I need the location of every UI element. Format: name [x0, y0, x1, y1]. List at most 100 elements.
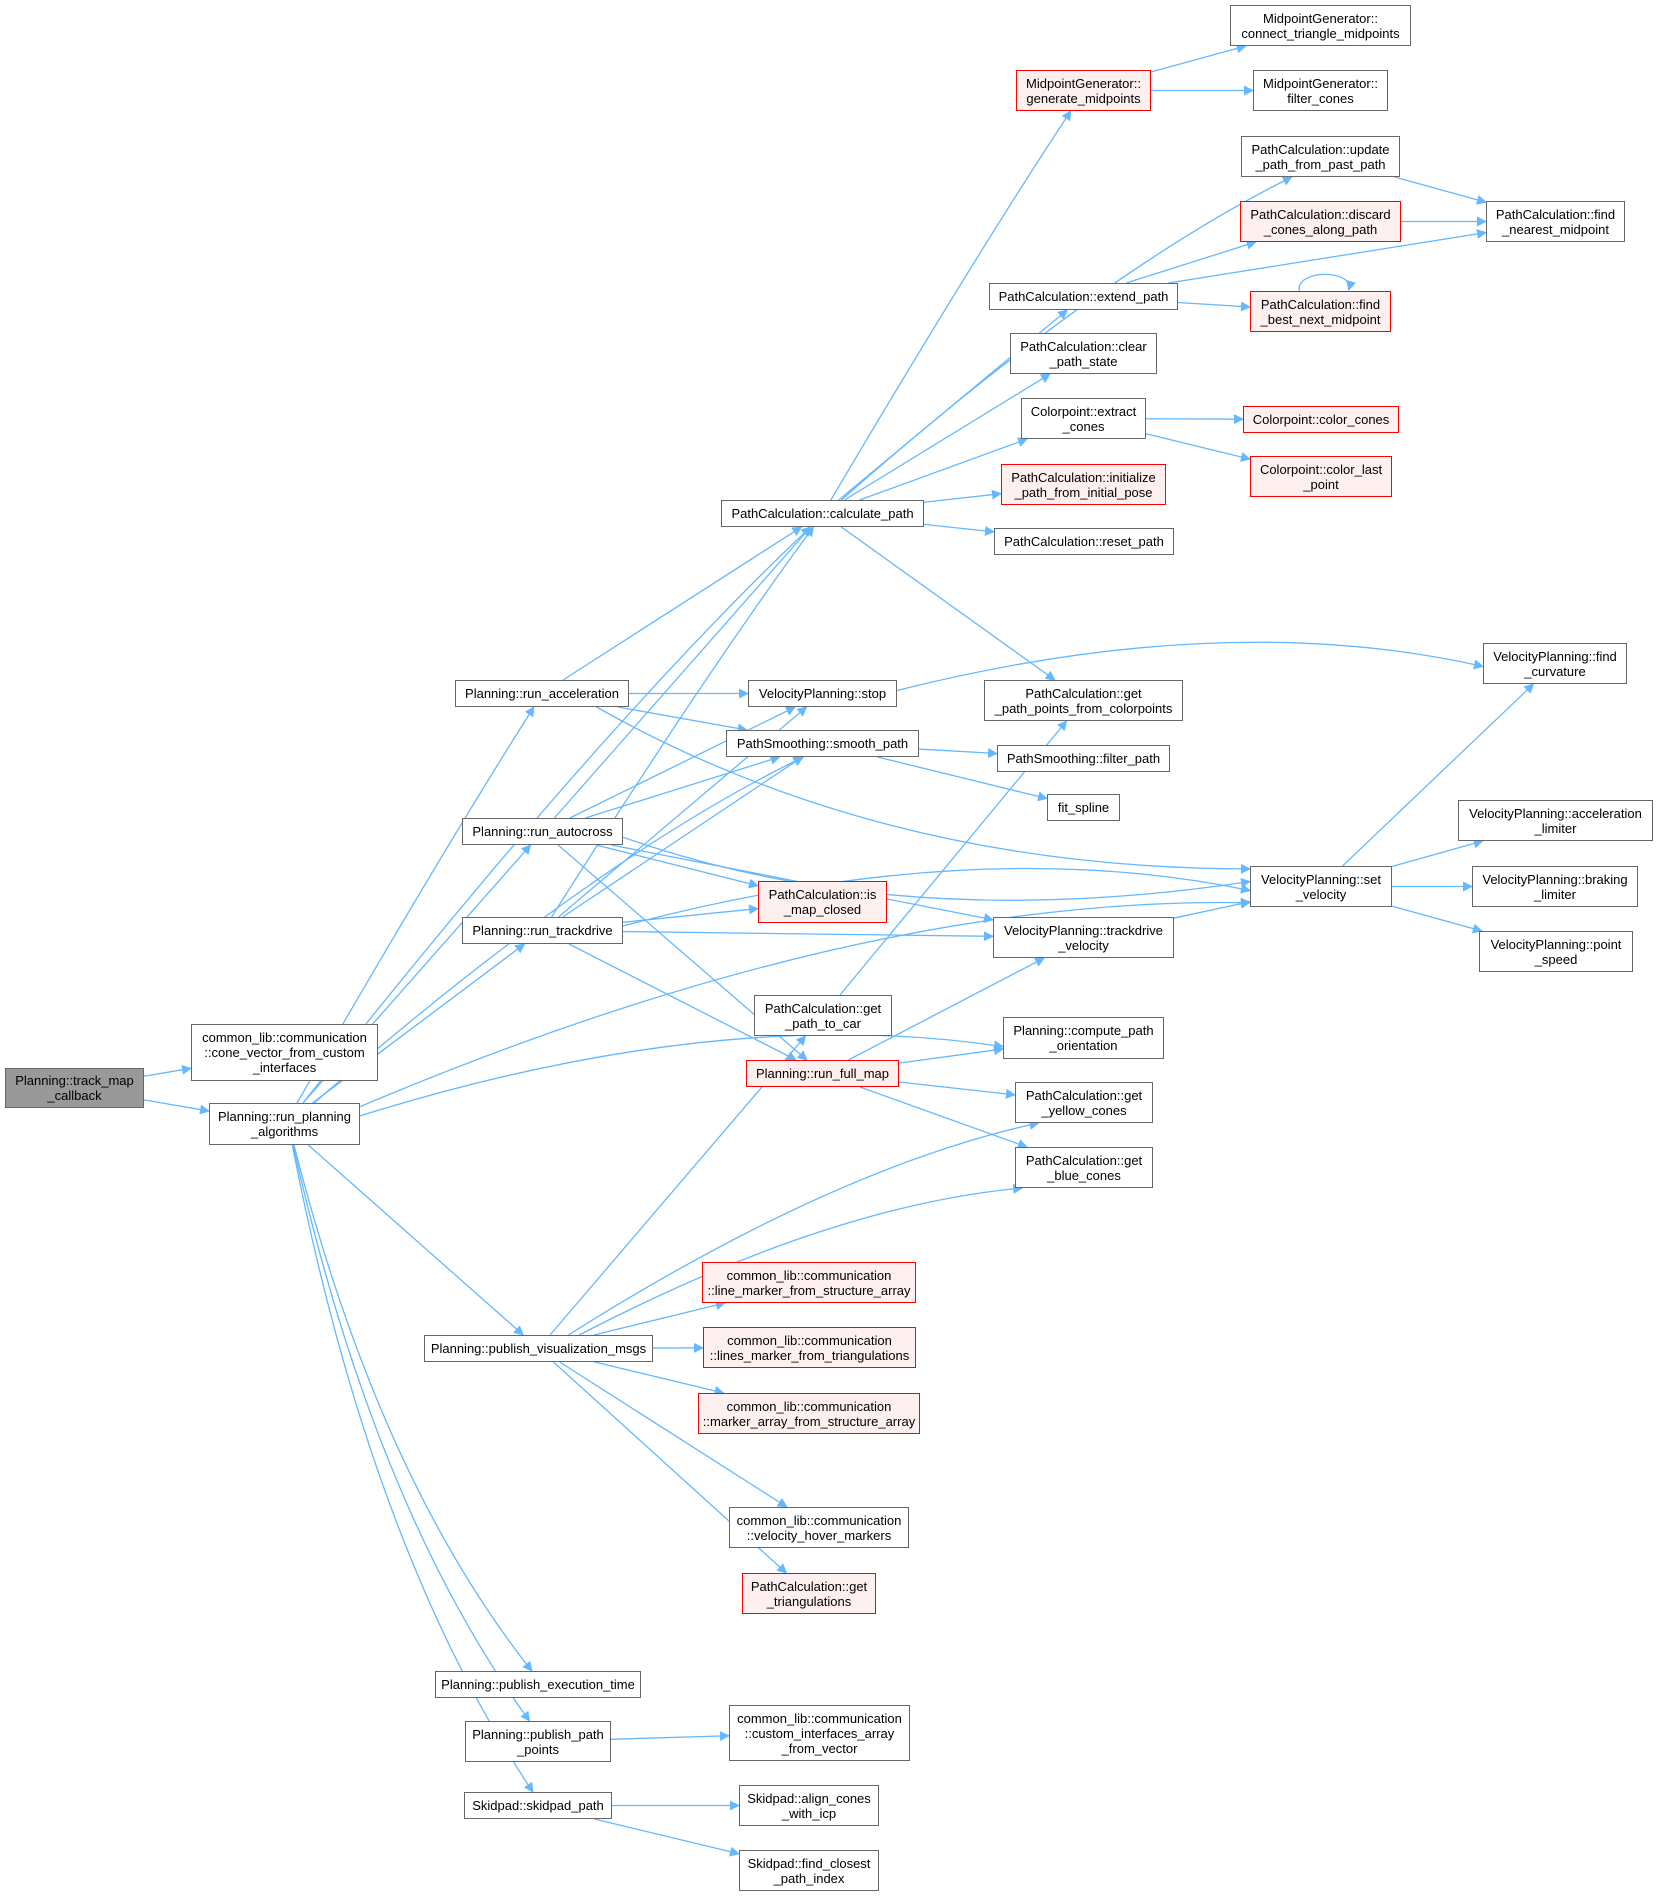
- edge-find_best_next-to-find_best_next: [1298, 273, 1356, 292]
- edge-calculate_path-to-clear_path_state: [844, 373, 1051, 501]
- node-color-cones[interactable]: Colorpoint::color_cones: [1243, 406, 1399, 433]
- node-discard-cones-along-path[interactable]: PathCalculation::discard _cones_along_pa…: [1240, 201, 1401, 242]
- node-run-full-map[interactable]: Planning::run_full_map: [746, 1060, 899, 1087]
- node-extend-path[interactable]: PathCalculation::extend_path: [989, 283, 1178, 310]
- edge-calculate_path-to-reset_path: [923, 523, 995, 536]
- edge-extend_path-to-find_nearest_midpoint: [1168, 229, 1487, 284]
- edge-run_full_map-to-get_yellow_cones: [898, 1081, 1016, 1099]
- edge-run_trackdrive-to-run_full_map: [568, 943, 797, 1061]
- edge-calculate_path-to-generate_midpoints: [830, 110, 1072, 501]
- edge-publish_viz-to-line_marker: [593, 1300, 726, 1336]
- node-velocity-hover-markers[interactable]: common_lib::communication ::velocity_hov…: [729, 1507, 909, 1548]
- node-publish-execution-time[interactable]: Planning::publish_execution_time: [435, 1671, 641, 1698]
- edge-run_acceleration-to-set_velocity: [596, 706, 1251, 874]
- node-filter-cones[interactable]: MidpointGenerator:: filter_cones: [1253, 70, 1388, 111]
- node-compute-path-orientation[interactable]: Planning::compute_path _orientation: [1003, 1017, 1164, 1059]
- edge-run_planning-to-publish_exec: [293, 1144, 533, 1672]
- node-skidpad-path[interactable]: Skidpad::skidpad_path: [464, 1792, 612, 1819]
- edge-run_full_map-to-get_blue_cones: [859, 1086, 1028, 1149]
- node-line-marker-from-structure-array[interactable]: common_lib::communication ::line_marker_…: [702, 1262, 916, 1303]
- node-align-cones-with-icp[interactable]: Skidpad::align_cones _with_icp: [739, 1785, 879, 1826]
- edge-publish_viz-to-get_yellow_cones: [568, 1120, 1040, 1336]
- node-smooth-path[interactable]: PathSmoothing::smooth_path: [726, 730, 919, 757]
- edge-run_planning-to-smooth_path: [313, 756, 805, 1104]
- edge-extend_path-to-find_best_next: [1177, 301, 1251, 312]
- edge-smooth_path-to-fit_spline: [877, 756, 1048, 802]
- node-find-closest-path-index[interactable]: Skidpad::find_closest _path_index: [739, 1850, 879, 1891]
- edge-run_planning-to-skidpad_path: [291, 1144, 534, 1793]
- edge-run_acceleration-to-smooth_path: [617, 706, 748, 734]
- node-find-curvature[interactable]: VelocityPlanning::find _curvature: [1483, 643, 1627, 684]
- node-acceleration-limiter[interactable]: VelocityPlanning::acceleration _limiter: [1458, 800, 1653, 841]
- edge-run_planning-to-publish_viz: [307, 1144, 524, 1336]
- edge-calculate_path-to-get_path_points: [840, 526, 1056, 681]
- node-find-nearest-midpoint[interactable]: PathCalculation::find _nearest_midpoint: [1486, 201, 1625, 242]
- node-clear-path-state[interactable]: PathCalculation::clear _path_state: [1010, 333, 1157, 374]
- node-get-yellow-cones[interactable]: PathCalculation::get _yellow_cones: [1015, 1082, 1153, 1123]
- node-update-path-from-past-path[interactable]: PathCalculation::update _path_from_past_…: [1241, 136, 1400, 177]
- edge-track_map_callback-to-run_planning: [143, 1099, 210, 1115]
- node-velocity-planning-stop[interactable]: VelocityPlanning::stop: [748, 680, 897, 707]
- node-run-autocross[interactable]: Planning::run_autocross: [462, 818, 623, 845]
- edge-run_autocross-to-smooth_path: [585, 754, 781, 819]
- node-calculate-path[interactable]: PathCalculation::calculate_path: [721, 500, 924, 527]
- node-reset-path[interactable]: PathCalculation::reset_path: [994, 528, 1174, 555]
- edge-set_velocity-to-point_speed: [1391, 905, 1483, 934]
- node-run-planning-algorithms[interactable]: Planning::run_planning _algorithms: [209, 1103, 360, 1145]
- node-initialize-path-from-initial-pose[interactable]: PathCalculation::initialize _path_from_i…: [1001, 464, 1166, 505]
- edge-extract_cones-to-color_last_point: [1145, 433, 1251, 462]
- node-publish-path-points[interactable]: Planning::publish_path _points: [465, 1721, 611, 1762]
- edge-track_map_callback-to-cone_vector: [143, 1064, 192, 1077]
- edge-calculate_path-to-extract_cones: [859, 437, 1029, 501]
- node-generate-midpoints[interactable]: MidpointGenerator:: generate_midpoints: [1016, 70, 1151, 111]
- edge-run_autocross-to-vp_stop: [569, 706, 797, 819]
- edge-set_velocity-to-acceleration_limiter: [1391, 838, 1484, 868]
- edge-publish_viz-to-marker_array: [594, 1361, 725, 1396]
- node-color-last-point[interactable]: Colorpoint::color_last _point: [1250, 456, 1392, 497]
- node-get-triangulations[interactable]: PathCalculation::get _triangulations: [742, 1573, 876, 1614]
- node-track-map-callback[interactable]: Planning::track_map _callback: [5, 1068, 144, 1108]
- edge-run_trackdrive-to-trackdrive_velocity: [622, 930, 994, 942]
- edge-publish_viz-to-velocity_hover: [559, 1361, 788, 1508]
- node-cone-vector-from-custom-interfaces[interactable]: common_lib::communication ::cone_vector_…: [191, 1024, 378, 1081]
- edge-update_path-to-find_nearest_midpoint: [1394, 176, 1487, 205]
- node-find-best-next-midpoint[interactable]: PathCalculation::find _best_next_midpoin…: [1250, 291, 1391, 332]
- edge-run_planning-to-calculate_path: [302, 526, 812, 1104]
- edge-smooth_path-to-filter_path: [918, 748, 998, 759]
- edge-set_velocity-to-find_curvature: [1342, 683, 1535, 867]
- node-lines-marker-from-triangulations[interactable]: common_lib::communication ::lines_marker…: [703, 1327, 916, 1368]
- node-fit-spline[interactable]: fit_spline: [1047, 794, 1120, 821]
- edge-run_planning-to-set_velocity: [359, 897, 1251, 1108]
- node-get-path-points-from-colorpoints[interactable]: PathCalculation::get _path_points_from_c…: [984, 680, 1183, 721]
- node-custom-interfaces-array-from-vector[interactable]: common_lib::communication ::custom_inter…: [729, 1705, 910, 1761]
- node-get-path-to-car[interactable]: PathCalculation::get _path_to_car: [754, 995, 892, 1036]
- node-run-trackdrive[interactable]: Planning::run_trackdrive: [462, 917, 623, 944]
- node-is-map-closed[interactable]: PathCalculation::is _map_closed: [758, 881, 887, 923]
- node-trackdrive-velocity[interactable]: VelocityPlanning::trackdrive _velocity: [993, 917, 1174, 958]
- edge-publish_viz-to-get_blue_cones: [578, 1183, 1024, 1336]
- node-extract-cones[interactable]: Colorpoint::extract _cones: [1021, 398, 1146, 439]
- edge-extend_path-to-discard_cones: [1125, 239, 1257, 284]
- edge-publish_path_points-to-custom_interfaces_array: [610, 1731, 730, 1741]
- edge-calculate_path-to-initialize_path: [923, 489, 1002, 503]
- node-point-speed[interactable]: VelocityPlanning::point _speed: [1479, 931, 1633, 972]
- node-marker-array-from-structure-array[interactable]: common_lib::communication ::marker_array…: [698, 1393, 920, 1434]
- edge-run_trackdrive-to-smooth_path: [562, 756, 804, 918]
- edge-run_full_map-to-trackdrive_velocity: [848, 957, 1046, 1061]
- node-get-blue-cones[interactable]: PathCalculation::get _blue_cones: [1015, 1147, 1153, 1188]
- edge-run_acceleration-to-calculate_path: [562, 526, 803, 681]
- edge-generate_midpoints-to-connect_midpoints: [1150, 43, 1247, 73]
- node-connect-triangle-midpoints[interactable]: MidpointGenerator:: connect_triangle_mid…: [1230, 5, 1411, 46]
- node-publish-visualization-msgs[interactable]: Planning::publish_visualization_msgs: [424, 1335, 653, 1362]
- node-set-velocity[interactable]: VelocityPlanning::set _velocity: [1250, 866, 1392, 907]
- edge-run_planning-to-publish_path_points: [292, 1144, 531, 1722]
- edge-run_autocross-to-set_velocity: [622, 836, 1251, 901]
- edge-run_planning-to-compute_orientation: [359, 1034, 1004, 1117]
- node-run-acceleration[interactable]: Planning::run_acceleration: [455, 680, 629, 707]
- node-filter-path[interactable]: PathSmoothing::filter_path: [997, 745, 1170, 772]
- edge-skidpad_path-to-find_closest_index: [594, 1818, 740, 1857]
- node-braking-limiter[interactable]: VelocityPlanning::braking _limiter: [1472, 866, 1638, 907]
- edge-run_full_map-to-compute_orientation: [898, 1045, 1004, 1064]
- edge-run_trackdrive-to-set_velocity: [622, 867, 1251, 927]
